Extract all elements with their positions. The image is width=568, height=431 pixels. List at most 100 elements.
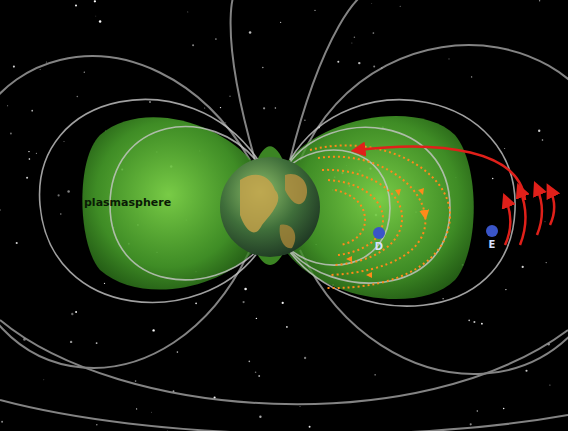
drift-arrowheads [346, 188, 424, 278]
star [546, 262, 547, 263]
star [166, 429, 168, 431]
star [249, 31, 252, 34]
star [477, 410, 479, 412]
star [28, 151, 29, 152]
star [29, 158, 31, 160]
star [354, 36, 356, 38]
star [549, 384, 550, 385]
particle-drift-paths [310, 145, 450, 288]
star [36, 153, 37, 154]
star [248, 361, 250, 363]
star [0, 209, 1, 211]
star [46, 61, 47, 62]
star [152, 329, 154, 331]
star [309, 426, 311, 428]
star [104, 283, 105, 284]
star [71, 313, 73, 315]
field-lines-inner [40, 99, 516, 306]
star [282, 302, 284, 304]
star [63, 140, 65, 142]
star [525, 370, 527, 372]
star [256, 318, 257, 319]
star [70, 341, 72, 343]
star [31, 110, 33, 112]
region-label: plasmasphere [84, 197, 171, 209]
star [96, 424, 98, 426]
star [95, 15, 97, 17]
star [299, 406, 301, 408]
star [16, 242, 18, 244]
star [304, 120, 305, 121]
star [358, 62, 360, 64]
star [215, 38, 217, 40]
star [7, 105, 8, 106]
star [192, 44, 194, 46]
star [151, 411, 153, 413]
star [204, 107, 205, 108]
star [471, 76, 472, 77]
star [374, 374, 375, 375]
star [187, 11, 189, 13]
position-dot [486, 225, 498, 237]
star [60, 213, 62, 215]
star [492, 178, 494, 180]
star [468, 319, 470, 321]
star [448, 58, 449, 59]
star [243, 301, 245, 303]
star [136, 408, 137, 409]
star [1, 421, 3, 423]
position-dot [373, 227, 385, 239]
star [504, 148, 505, 149]
star [280, 22, 281, 23]
star [337, 61, 339, 63]
star [351, 42, 353, 44]
star [443, 298, 444, 299]
star [538, 130, 540, 132]
star [470, 423, 472, 425]
star [539, 0, 540, 1]
star [255, 372, 257, 374]
star [522, 266, 524, 268]
star [505, 289, 506, 290]
plasmasphere-torus [82, 116, 473, 299]
star [544, 221, 546, 223]
star [58, 194, 60, 196]
star [43, 379, 45, 381]
star [84, 72, 85, 73]
star [195, 302, 197, 304]
star [286, 326, 288, 328]
star [400, 6, 401, 7]
star [258, 375, 260, 377]
star [373, 32, 375, 34]
star [13, 66, 15, 68]
star [262, 67, 264, 69]
star [94, 0, 96, 2]
star [135, 380, 137, 382]
star [149, 101, 151, 103]
point-label: E [489, 239, 496, 250]
point-label: D [375, 241, 383, 252]
star [314, 10, 315, 11]
star [75, 4, 77, 6]
star [481, 323, 483, 325]
star [39, 69, 41, 71]
star [10, 133, 12, 135]
star [67, 190, 70, 193]
star [76, 96, 78, 98]
star [75, 311, 77, 313]
star [473, 321, 475, 323]
star [229, 95, 231, 97]
star [503, 408, 504, 409]
red-flow-arrows [358, 147, 554, 245]
star [96, 342, 98, 344]
star [263, 107, 265, 109]
star [259, 416, 261, 418]
star [371, 2, 373, 4]
star [177, 351, 179, 353]
star [304, 357, 306, 359]
star [26, 177, 28, 179]
star [220, 107, 221, 108]
star [542, 139, 544, 141]
